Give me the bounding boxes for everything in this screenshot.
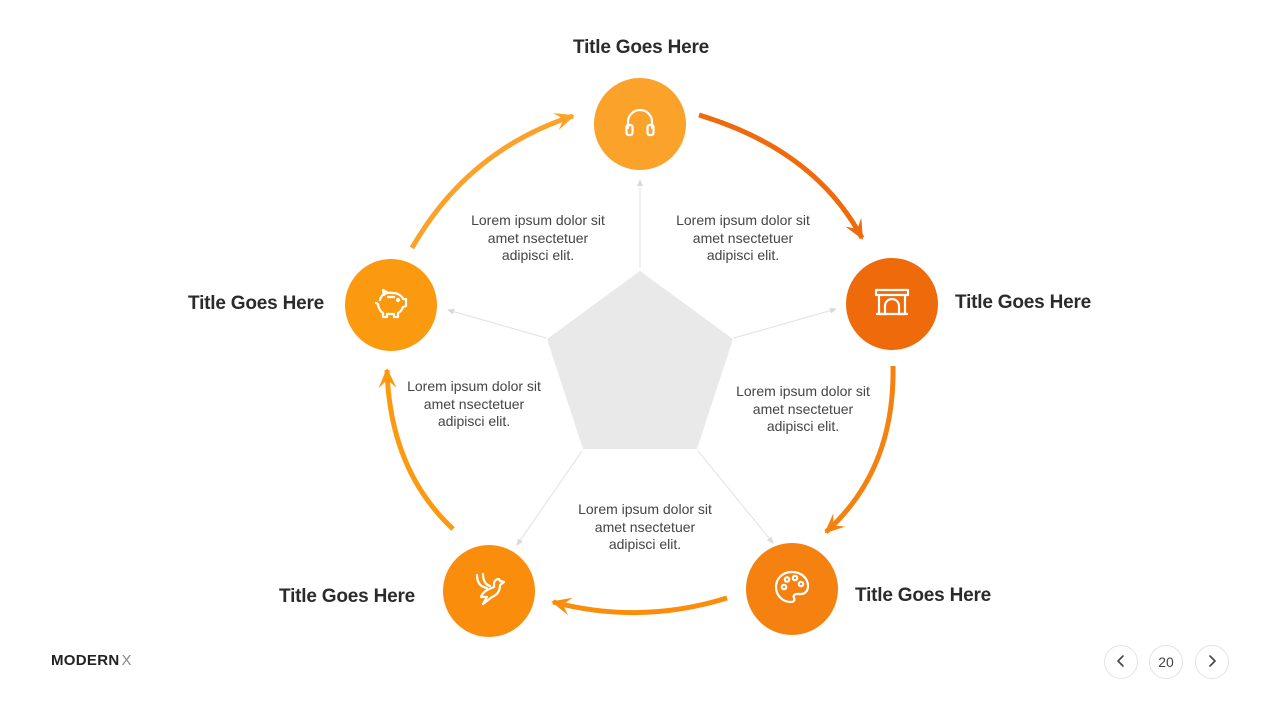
node-right-title: Title Goes Here [955,292,1092,313]
node-top-title: Title Goes Here [573,37,710,58]
spoke-bottom-left [516,450,583,546]
arrow-bottom-left-to-left-head [378,368,397,389]
description-line: adipisci elit. [706,247,780,263]
description-line: Lorem ipsum dolor sit [578,501,712,517]
arrow-bottom-right-to-left [552,595,728,616]
description-line: amet nsectetuer [752,400,854,417]
spoke-right [733,307,837,339]
description-line: Lorem ipsum dolor sit [407,378,541,394]
node-bottom-right[interactable] [746,543,838,635]
chevron-left-icon [1114,654,1128,671]
description-line: Lorem ipsum dolor sit [471,212,605,228]
chevron-right-icon [1205,654,1219,671]
arrow-left-to-top-head [553,113,575,131]
description-line: adipisci elit. [766,418,840,434]
arrow-right-to-bottom-right-head [824,513,846,534]
node-bottom-left-title: Title Goes Here [279,586,416,607]
arrow-top-to-right-head [845,217,863,240]
prev-slide-button[interactable] [1104,645,1138,679]
spokes [447,179,837,546]
description-top-right: Lorem ipsum dolor sit amet nsectetuer ad… [658,212,828,265]
arrow-right-to-bottom-right [824,365,896,534]
node-top[interactable] [594,78,686,170]
node-right[interactable] [846,258,938,350]
node-left-title: Title Goes Here [188,293,325,314]
description-right: Lorem ipsum dolor sit amet nsectetuer ad… [718,383,888,436]
dove-icon [469,569,509,614]
arrow-bottom-right-to-left-head [551,597,573,616]
description-line: Lorem ipsum dolor sit [736,383,870,399]
page-number: 20 [1158,654,1174,670]
description-line: Lorem ipsum dolor sit [676,212,810,228]
palette-icon [772,567,812,612]
description-line: amet nsectetuer [594,518,696,535]
page-number-badge: 20 [1149,645,1183,679]
arrow-bottom-left-to-left [384,369,455,531]
description-line: adipisci elit. [501,247,575,263]
center-pentagon [547,271,733,449]
spoke-left [447,308,547,339]
description-top-left: Lorem ipsum dolor sit amet nsectetuer ad… [453,212,623,265]
cycle-arrows [378,112,896,616]
piggy-bank-icon [371,283,411,328]
description-bottom: Lorem ipsum dolor sit amet nsectetuer ad… [560,501,730,554]
node-left[interactable] [345,259,437,351]
archway-icon [872,282,912,327]
node-bottom-right-title: Title Goes Here [855,585,992,606]
arrow-top-to-right [698,112,865,240]
description-line: amet nsectetuer [487,229,589,246]
brand-name: MODERN [51,652,120,669]
next-slide-button[interactable] [1195,645,1229,679]
spoke-bottom-right [697,450,774,544]
description-line: adipisci elit. [437,413,511,429]
description-line: amet nsectetuer [423,395,525,412]
description-line: adipisci elit. [608,536,682,552]
description-line: amet nsectetuer [692,229,794,246]
arrow-left-to-top [409,113,574,250]
brand-suffix: X [121,652,132,669]
node-bottom-left[interactable] [443,545,535,637]
headphones-icon [620,102,660,147]
description-left: Lorem ipsum dolor sit amet nsectetuer ad… [389,378,559,431]
